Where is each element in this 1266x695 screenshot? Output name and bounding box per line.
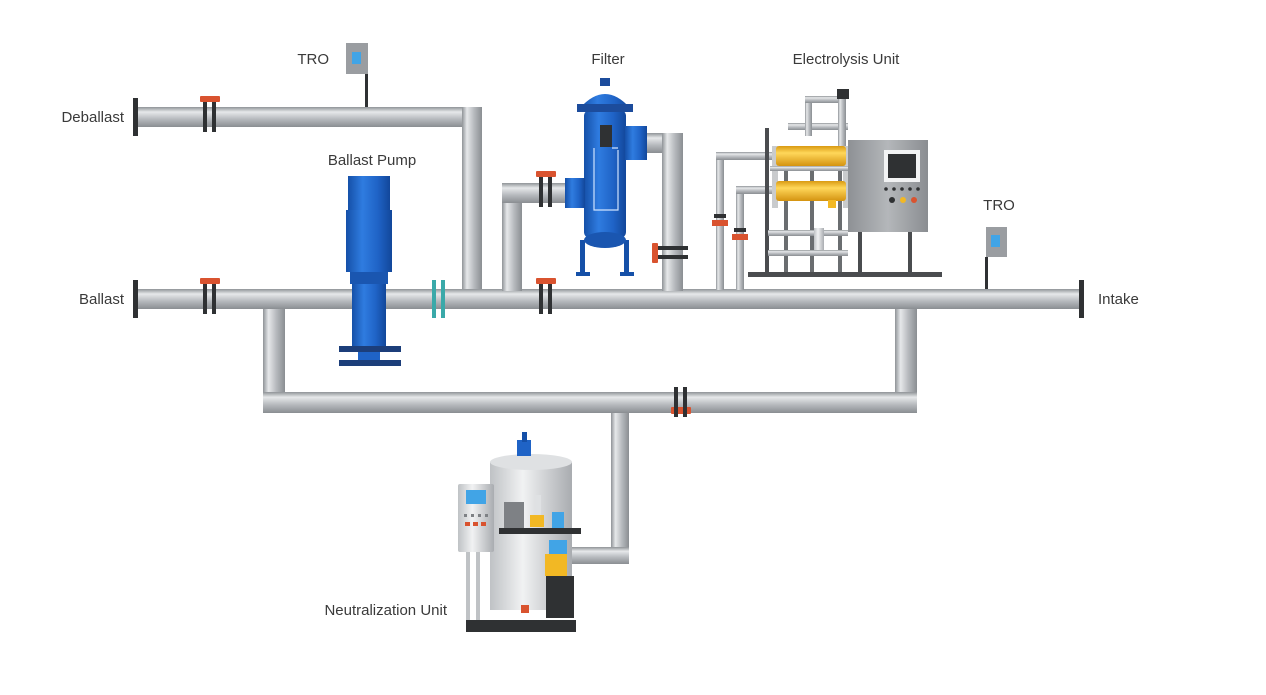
main-ballast-pipe [137, 289, 1082, 309]
deballast-pipe [137, 107, 482, 127]
filter-outlet-riser [662, 133, 683, 291]
filter-inlet-pipe [502, 183, 572, 203]
tro-sensor-right [985, 227, 1007, 289]
neutralization-unit [458, 432, 581, 632]
electrolysis-inlet-pipe-2h [736, 186, 772, 194]
bypass-bottom-pipe [263, 392, 917, 413]
deballast-label: Deballast [61, 109, 124, 126]
bypass-right-pipe [895, 309, 917, 413]
filter [565, 78, 647, 276]
electrolysis-valve-1 [712, 214, 728, 226]
filter-outlet-valve [652, 243, 688, 263]
ballast-pump [339, 176, 401, 366]
labels: Deballast Ballast Intake TRO TRO Filter … [61, 51, 1138, 619]
deballast-riser-pipe [462, 107, 482, 292]
bypass-valve [671, 387, 691, 417]
ballast-inlet-valve [200, 278, 220, 314]
tro-right-label: TRO [983, 197, 1015, 214]
filter-inlet-riser [502, 183, 522, 291]
deballast-valve [200, 96, 220, 132]
ballast-end-flange [133, 280, 138, 318]
electrolysis-unit [748, 89, 942, 277]
neutralization-unit-label: Neutralization Unit [324, 602, 447, 619]
ballast-label: Ballast [79, 291, 125, 308]
intake-label: Intake [1098, 291, 1139, 308]
valves [200, 96, 748, 417]
tro-sensor-top [346, 43, 368, 107]
ballast-pump-label: Ballast Pump [328, 152, 416, 169]
pump-coupling [432, 280, 445, 318]
tro-top-label: TRO [297, 51, 329, 68]
main-line-valve [536, 278, 556, 314]
bypass-left-pipe [263, 309, 285, 413]
neutralization-feed-vertical [611, 413, 629, 563]
electrolysis-unit-label: Electrolysis Unit [793, 51, 901, 68]
neutralization-feed-horizontal [572, 547, 629, 564]
intake-end-flange [1079, 280, 1084, 318]
electrolysis-valve-2 [732, 228, 748, 240]
filter-label: Filter [591, 51, 624, 68]
filter-inlet-valve [536, 171, 556, 207]
electrolysis-inlet-pipe-1h [716, 152, 772, 160]
deballast-end-flange [133, 98, 138, 136]
